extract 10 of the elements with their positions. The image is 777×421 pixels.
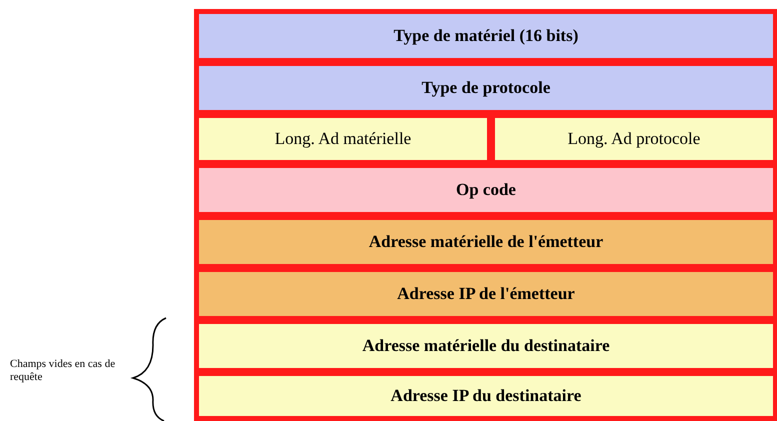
header-field: Adresse matérielle de l'émetteur — [199, 220, 773, 264]
note-text: Champs vides en cas de requête — [10, 358, 116, 384]
header-field: Op code — [199, 168, 773, 212]
header-field: Type de protocole — [199, 66, 773, 110]
header-field: Adresse IP de l'émetteur — [199, 272, 773, 316]
header-field: Long. Ad matérielle — [199, 118, 487, 160]
header-field: Type de matériel (16 bits) — [199, 14, 773, 58]
header-field: Long. Ad protocole — [495, 118, 773, 160]
header-field: Adresse matérielle du destinataire — [199, 324, 773, 368]
header-field: Adresse IP du destinataire — [199, 376, 773, 416]
